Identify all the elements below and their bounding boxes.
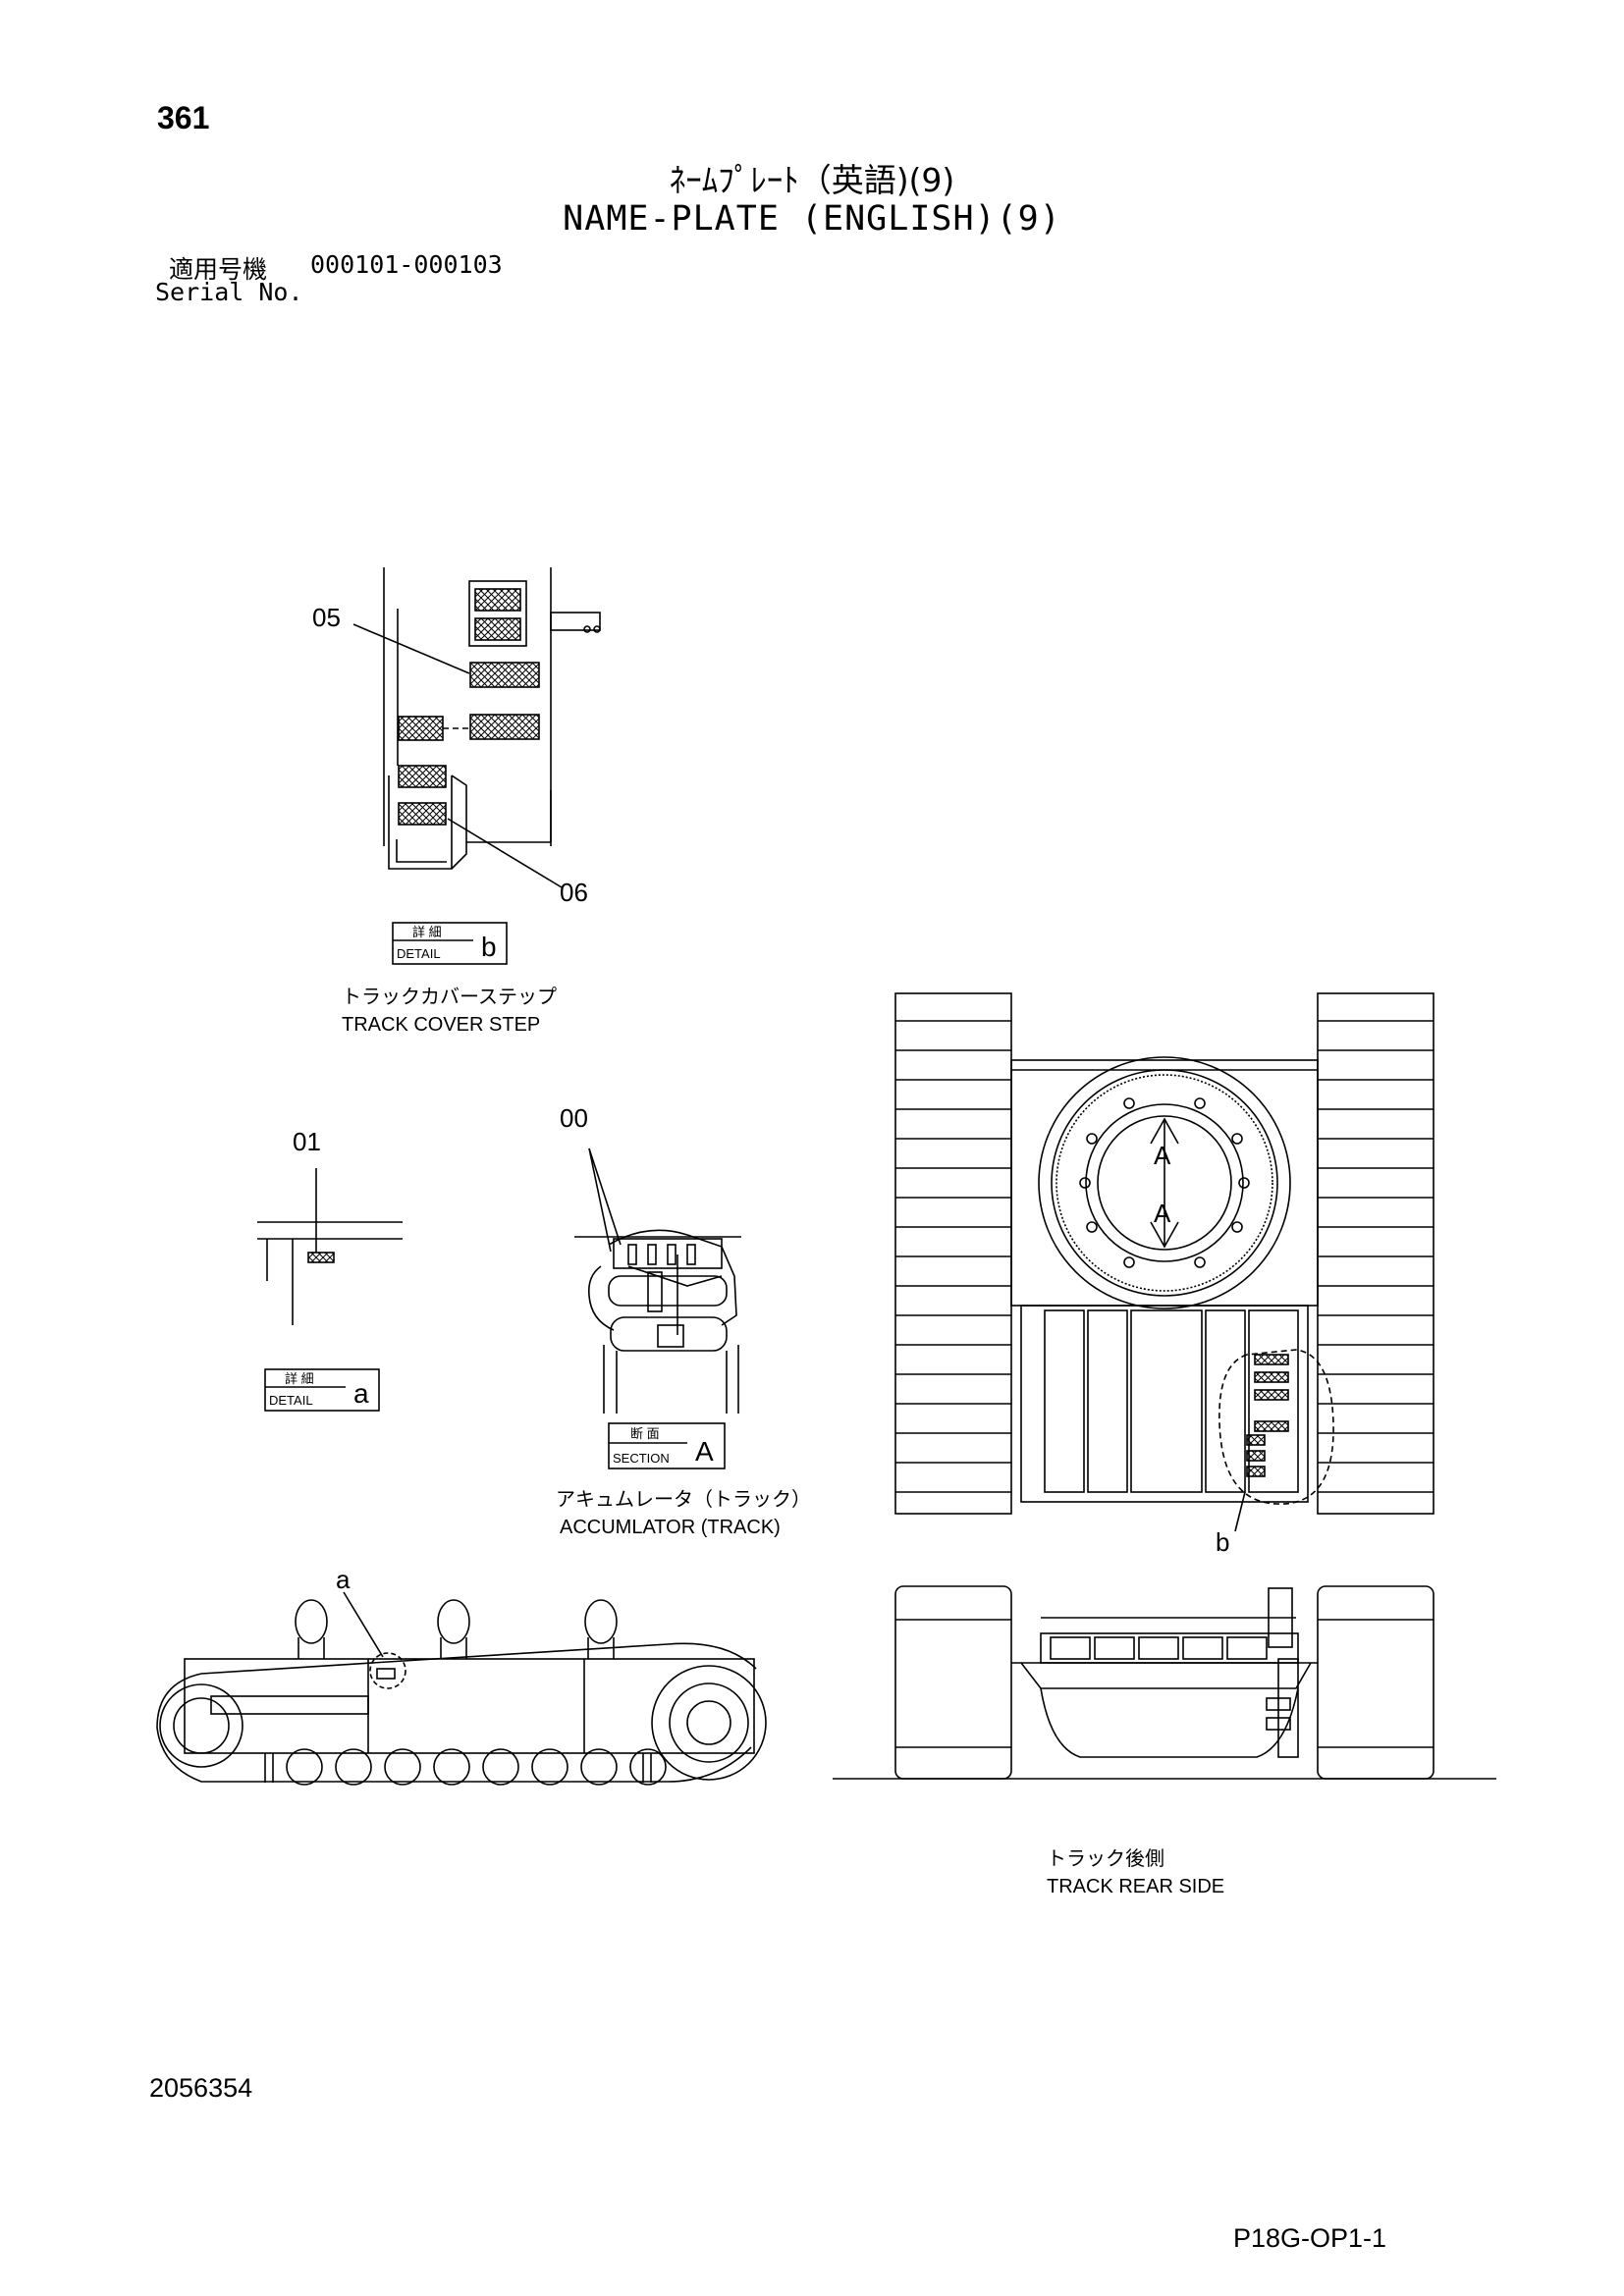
title-japanese: ﾈｰﾑﾌﾟﾚｰﾄ（英語)(9) [669, 161, 955, 199]
caption-track-rear-jp: トラック後側 [1047, 1847, 1164, 1870]
track-top-view-drawing [894, 992, 1435, 1532]
svg-text:A: A [695, 1436, 714, 1467]
svg-text:詳 細: 詳 細 [412, 925, 442, 939]
svg-text:SECTION: SECTION [613, 1451, 670, 1466]
page-code: P18G-OP1-1 [1233, 2223, 1387, 2253]
svg-text:b: b [481, 932, 497, 962]
svg-text:a: a [353, 1378, 369, 1409]
callout-b: b [1216, 1527, 1229, 1557]
caption-track-cover-step-jp: トラックカバーステップ [342, 986, 557, 1008]
caption-track-rear-en: TRACK REAR SIDE [1047, 1876, 1224, 1897]
detail-a-drawing [257, 1168, 403, 1325]
track-side-view-drawing [156, 1591, 767, 1786]
callout-a: a [336, 1565, 351, 1594]
detail-a-tag: 詳 細 DETAIL a [264, 1368, 380, 1412]
svg-text:DETAIL: DETAIL [269, 1393, 313, 1408]
arrow-label-a-upper: A [1154, 1141, 1171, 1170]
detail-b-tag: 詳 細 DETAIL b [392, 922, 508, 965]
svg-text:DETAIL: DETAIL [397, 946, 441, 961]
arrow-label-a-lower: A [1154, 1199, 1171, 1228]
track-shoe-lines-right [1318, 1020, 1434, 1493]
title-english: NAME-PLATE (ENGLISH)(9) [563, 199, 1061, 239]
section-a-tag: 断 面 SECTION A [608, 1422, 726, 1469]
track-shoe-lines-left [895, 1020, 1011, 1493]
caption-track-cover-step-en: TRACK COVER STEP [342, 1014, 540, 1036]
callout-00: 00 [560, 1103, 588, 1133]
serial-label-english: Serial No. [155, 278, 303, 306]
callout-06: 06 [560, 878, 588, 907]
serial-range: 000101-000103 [310, 250, 503, 279]
svg-text:詳 細: 詳 細 [285, 1371, 314, 1386]
document-number: 2056354 [149, 2073, 253, 2103]
callout-01: 01 [293, 1127, 321, 1156]
caption-accumulator-en: ACCUMLATOR (TRACK) [560, 1517, 781, 1538]
track-rear-view-drawing [833, 1585, 1496, 1780]
callout-05: 05 [312, 603, 341, 632]
caption-accumulator-jp: アキュムレータ（トラック） [556, 1488, 811, 1511]
accumulator-drawing [574, 1148, 741, 1414]
track-cover-step-drawing [352, 567, 601, 888]
svg-text:断 面: 断 面 [630, 1426, 660, 1441]
serial-label-japanese: 適用号機 [169, 255, 268, 284]
page-number: 361 [157, 100, 210, 135]
